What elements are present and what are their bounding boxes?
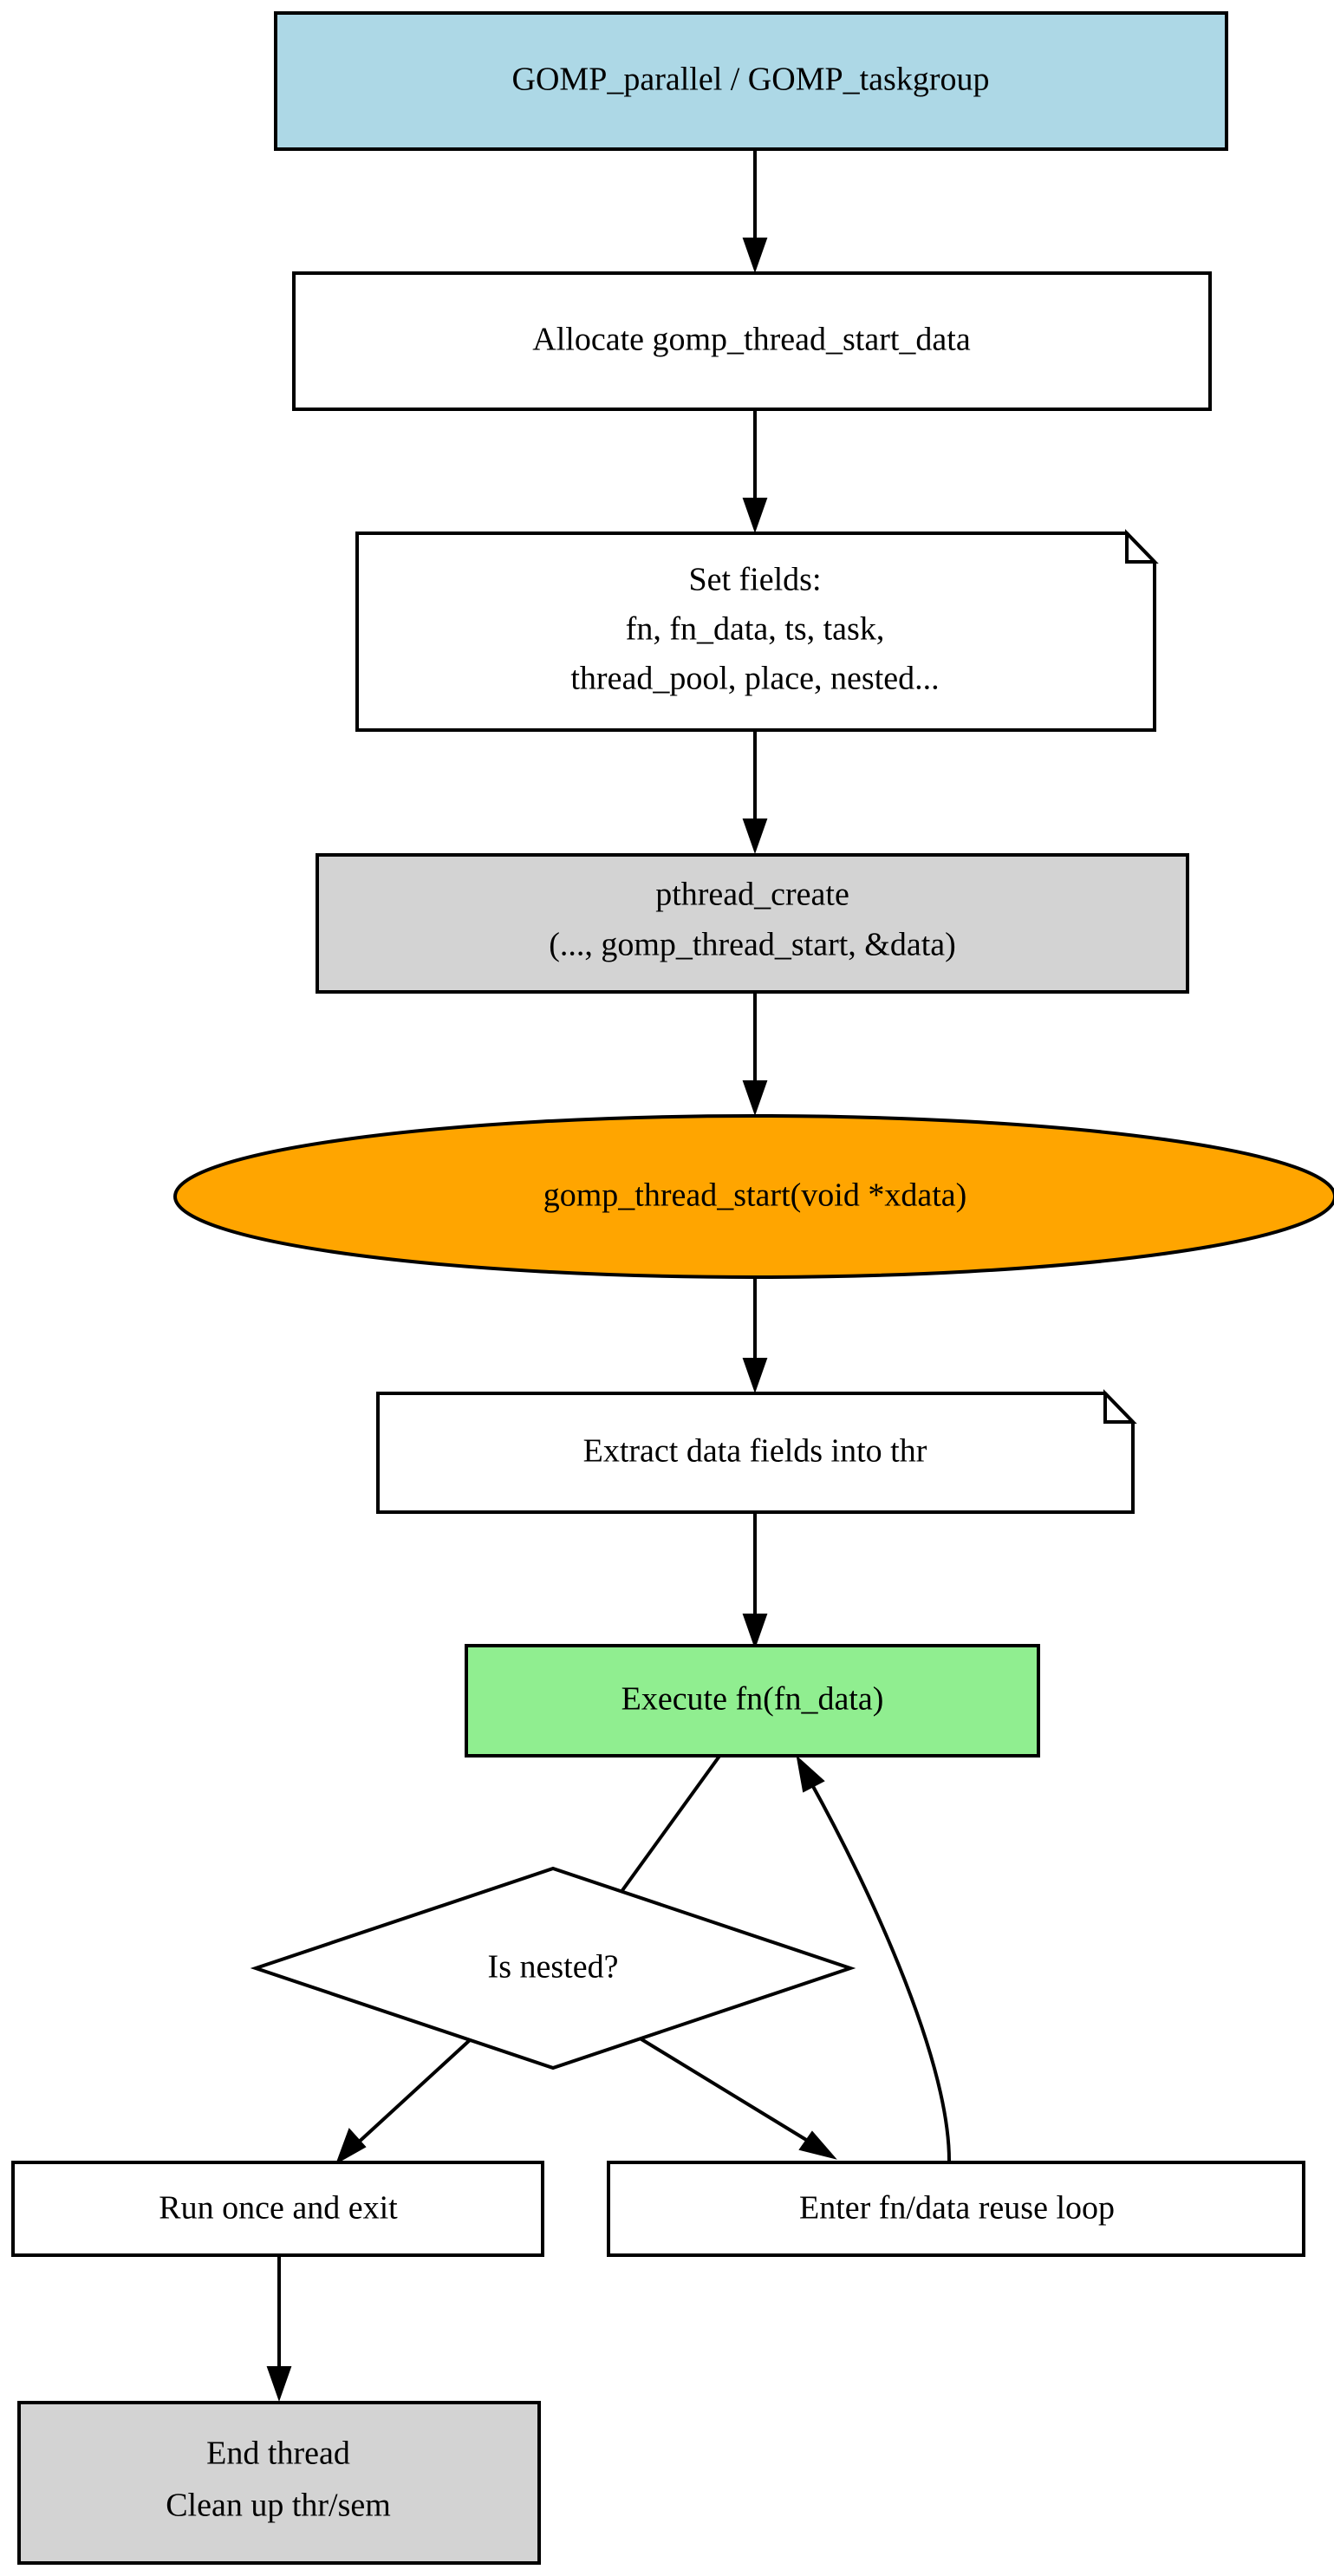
node-is-nested-label-0: Is nested? — [488, 1949, 619, 1986]
node-extract-fields[interactable]: Extract data fields into thr — [376, 1389, 1137, 1514]
node-end-thread-label-0: End thread — [206, 2436, 350, 2472]
node-is-nested[interactable]: Is nested? — [250, 1866, 856, 2071]
node-set-fields-label-0: Set fields: — [688, 562, 821, 598]
node-set-fields-label-1: fn, fn_data, ts, task, — [626, 611, 885, 648]
edge-run-once-exit-to-end-thread — [266, 2255, 292, 2403]
node-end-thread-label-1: Clean up thr/sem — [166, 2488, 391, 2524]
node-run-once-exit[interactable]: Run once and exit — [11, 2161, 544, 2257]
node-run-once-exit-label-0: Run once and exit — [159, 2190, 398, 2227]
node-pthread-create-label-0: pthread_create — [655, 877, 849, 913]
node-execute-fn[interactable]: Execute fn(fn_data) — [465, 1644, 1040, 1758]
edge-allocate-data-to-set-fields — [742, 409, 768, 534]
edge-is-nested-to-reuse-loop — [608, 2018, 837, 2160]
node-gomp-thread-start[interactable]: gomp_thread_start(void *xdata) — [173, 1114, 1334, 1279]
node-set-fields[interactable]: Set fields: fn, fn_data, ts, task, threa… — [355, 529, 1159, 732]
edge-set-fields-to-pthread-create — [742, 730, 768, 855]
edge-pthread-create-to-gomp-thread-start — [742, 992, 768, 1117]
node-pthread-create-label-1: (..., gomp_thread_start, &data) — [549, 927, 956, 963]
node-gomp-entry-label-0: GOMP_parallel / GOMP_taskgroup — [512, 62, 990, 98]
node-extract-fields-label-0: Extract data fields into thr — [583, 1433, 927, 1470]
node-end-thread[interactable]: End thread Clean up thr/sem — [17, 2401, 541, 2565]
edge-gomp-entry-to-allocate-data — [742, 149, 768, 274]
node-reuse-loop[interactable]: Enter fn/data reuse loop — [607, 2161, 1305, 2257]
node-allocate-data[interactable]: Allocate gomp_thread_start_data — [292, 271, 1212, 411]
node-gomp-thread-start-label-0: gomp_thread_start(void *xdata) — [543, 1177, 967, 1214]
edge-is-nested-to-run-once-exit — [335, 2018, 493, 2165]
edge-reuse-loop-to-execute-fn — [796, 1755, 951, 2162]
node-allocate-data-label-0: Allocate gomp_thread_start_data — [532, 322, 971, 358]
edge-extract-fields-to-execute-fn — [742, 1512, 768, 1650]
node-reuse-loop-label-0: Enter fn/data reuse loop — [799, 2190, 1115, 2227]
node-gomp-entry[interactable]: GOMP_parallel / GOMP_taskgroup — [274, 11, 1228, 151]
node-pthread-create[interactable]: pthread_create (..., gomp_thread_start, … — [316, 853, 1189, 994]
node-execute-fn-label-0: Execute fn(fn_data) — [621, 1681, 884, 1718]
node-set-fields-label-2: thread_pool, place, nested... — [570, 661, 939, 697]
